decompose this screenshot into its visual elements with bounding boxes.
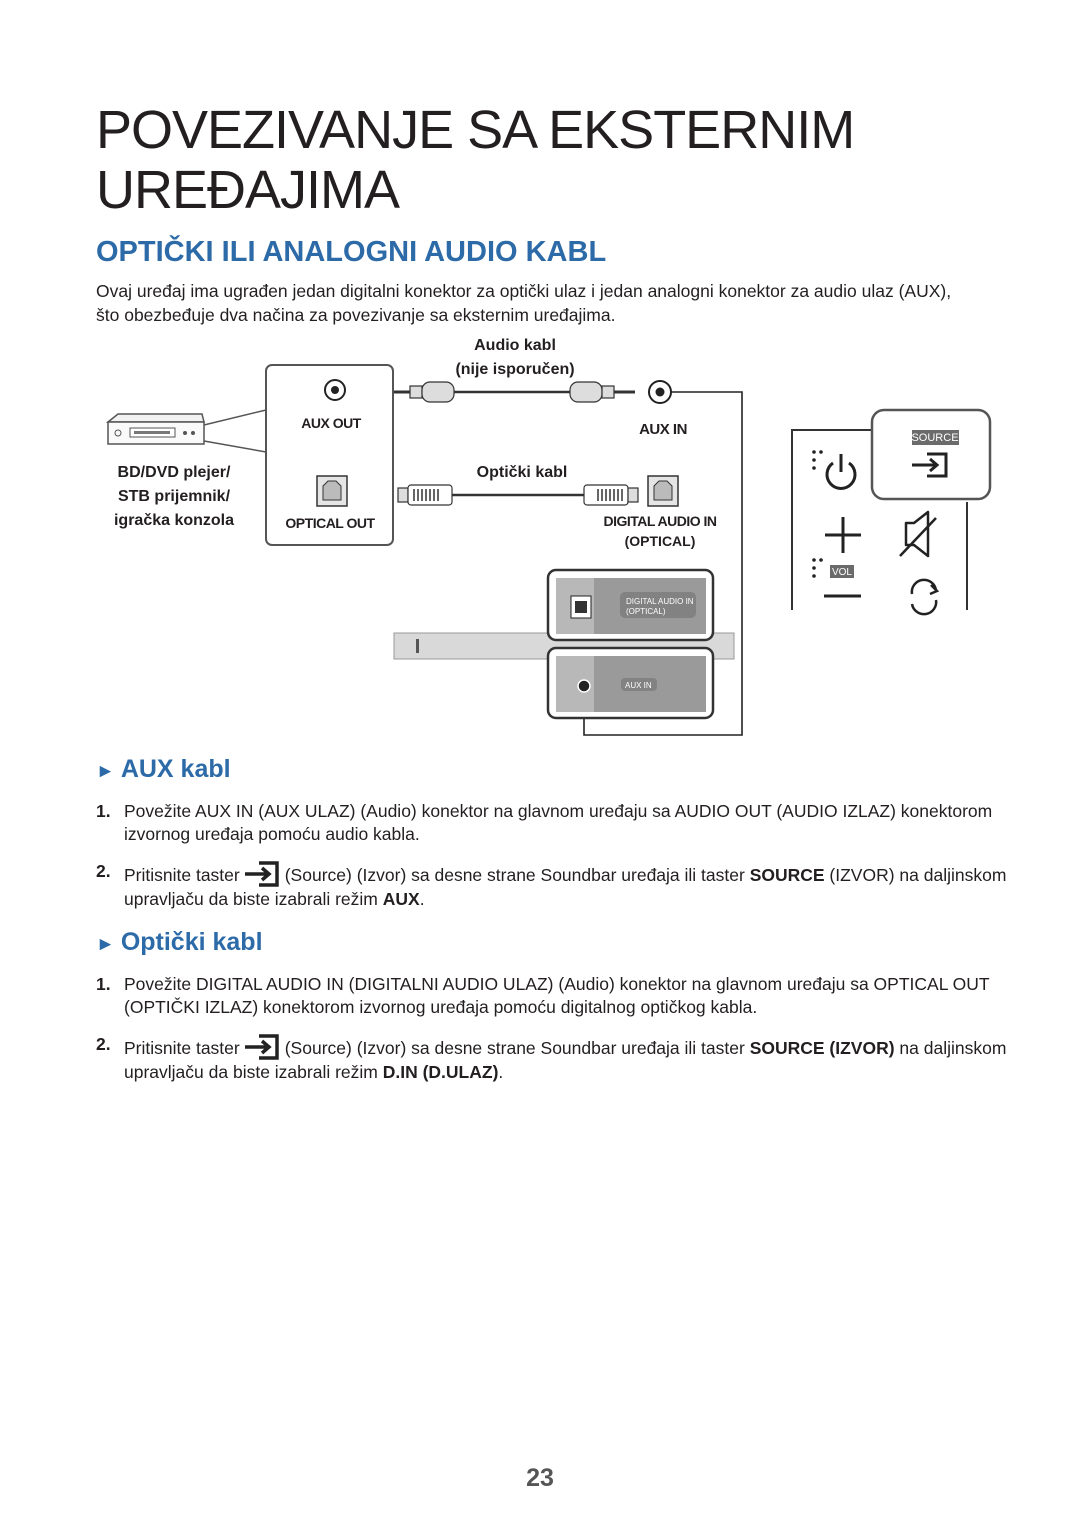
optical-heading-text: Optički kabl xyxy=(120,928,263,956)
aux-in-label: AUX IN xyxy=(639,421,687,438)
step-number: 2. xyxy=(96,1034,111,1054)
step-text-emph: AUDIO OUT xyxy=(674,801,772,821)
list-item: 2. Pritisnite taster (Source) (Izvor) sa … xyxy=(96,860,1006,911)
page-title-line-1: POVEZIVANJE SA EKSTERNIM xyxy=(96,100,855,160)
source-icon[interactable] xyxy=(912,452,948,478)
page-number: 23 xyxy=(526,1464,554,1492)
dots-icon xyxy=(812,450,823,578)
step-text: Pritisnite taster xyxy=(124,1038,240,1058)
optical-out-label: OPTICAL OUT xyxy=(285,515,375,531)
step-text: (Source) (Izvor) sa desne strane Soundba… xyxy=(284,865,750,885)
step-text-emph: OPTICAL OUT xyxy=(873,974,990,994)
mute-icon[interactable] xyxy=(899,510,937,558)
list-item: 1. Povežite AUX IN (AUX ULAZ) (Audio) ko… xyxy=(96,800,1006,846)
aux-heading-text: AUX kabl xyxy=(120,755,231,783)
repeat-icon[interactable] xyxy=(910,578,940,616)
source-device-label-line-2: STB prijemnik/ xyxy=(118,488,231,505)
step-text-emph: SOURCE xyxy=(749,865,825,885)
source-icon xyxy=(244,861,279,887)
step-number: 2. xyxy=(96,861,111,881)
optical-steps-list: 1. Povežite DIGITAL AUDIO IN (DIGITALNI … xyxy=(96,973,1006,1094)
step-text-emph: D.IN (D.ULAZ) xyxy=(382,1062,499,1082)
step-text: Povežite xyxy=(124,974,196,994)
source-icon xyxy=(244,1034,279,1060)
audio-cable-label-line-2: (nije isporučen) xyxy=(455,361,574,378)
panel-digital-audio-in-label: DIGITAL AUDIO IN xyxy=(626,597,694,606)
audio-cable-label-line-1: Audio kabl xyxy=(474,337,556,354)
triangle-bullet-icon: ► xyxy=(96,761,115,782)
step-text-emph: SOURCE (IZVOR) xyxy=(749,1038,895,1058)
soundbar-side-panel: SOURCE xyxy=(791,408,992,610)
optical-section-heading: ►Optički kabl xyxy=(96,928,263,957)
source-button-label: SOURCE xyxy=(911,432,958,444)
optical-paren-label: (OPTICAL) xyxy=(625,533,696,549)
bd-dvd-player-icon xyxy=(105,409,267,453)
connection-diagram: Audio kabl (nije isporučen) BD/DVD pleje… xyxy=(105,337,992,736)
audio-cable-icon xyxy=(394,381,635,403)
step-text-emph: DIGITAL AUDIO IN (DIGITALNI AUDIO ULAZ) xyxy=(195,974,554,994)
aux-steps-list: 1. Povežite AUX IN (AUX ULAZ) (Audio) ko… xyxy=(96,800,1006,921)
step-number: 1. xyxy=(96,801,111,821)
step-text: (Source) (Izvor) sa desne strane Soundba… xyxy=(284,1038,750,1058)
step-text: upravljaču da biste izabrali režim xyxy=(124,889,383,909)
page-title: POVEZIVANJE SA EKSTERNIM UREĐAJIMA xyxy=(96,100,996,220)
vol-label: VOL xyxy=(832,567,852,578)
source-output-panel xyxy=(265,364,394,546)
aux-section-heading: ►AUX kabl xyxy=(96,755,231,784)
source-device-label-line-1: BD/DVD plejer/ xyxy=(118,464,231,481)
step-text: na daljinskom xyxy=(894,1038,1007,1058)
step-text: Pritisnite taster xyxy=(124,865,240,885)
source-device-label-line-3: igračka konzola xyxy=(114,512,234,529)
section-subtitle: OPTIČKI ILI ANALOGNI AUDIO KABL xyxy=(96,236,607,268)
power-icon[interactable] xyxy=(825,454,857,490)
step-text: . xyxy=(498,1062,504,1082)
digital-audio-in-label: DIGITAL AUDIO IN xyxy=(603,513,716,529)
intro-line-2: što obezbeđuje dva načina za povezivanje… xyxy=(96,305,616,325)
list-item: 2. Pritisnite taster (Source) (Izvor) sa … xyxy=(96,1033,1006,1084)
step-text: upravljaču da biste izabrali režim xyxy=(124,1062,383,1082)
step-text: . xyxy=(419,889,425,909)
step-text: (AUDIO IZLAZ) konektorom xyxy=(771,801,993,821)
volume-up-icon[interactable] xyxy=(825,517,861,553)
panel-aux-in-label: AUX IN xyxy=(625,681,652,690)
step-number: 1. xyxy=(96,974,111,994)
intro-line-1: Ovaj uređaj ima ugrađen jedan digitalni … xyxy=(96,281,952,301)
step-text: (IZVOR) na daljinskom xyxy=(824,865,1007,885)
step-text: Povežite xyxy=(124,801,196,821)
optical-cable-icon xyxy=(397,484,639,506)
step-text: (OPTIČKI IZLAZ) konektorom izvornog uređ… xyxy=(124,997,758,1017)
step-text-emph: AUX IN (AUX ULAZ) xyxy=(195,801,356,821)
list-item: 1. Povežite DIGITAL AUDIO IN (DIGITALNI … xyxy=(96,973,1006,1019)
triangle-bullet-icon: ► xyxy=(96,934,115,955)
panel-optical-label: (OPTICAL) xyxy=(626,607,666,616)
step-text-emph: AUX xyxy=(382,889,420,909)
step-text: (Audio) konektor na glavnom uređaju sa xyxy=(553,974,874,994)
page-title-line-2: UREĐAJIMA xyxy=(96,160,400,220)
step-text: izvornog uređaja pomoću audio kabla. xyxy=(124,824,420,844)
aux-out-label: AUX OUT xyxy=(301,415,361,431)
step-text: (Audio) konektor na glavnom uređaju sa xyxy=(355,801,675,821)
optical-cable-label: Optički kabl xyxy=(477,464,568,481)
intro-paragraph: Ovaj uređaj ima ugrađen jedan digitalni … xyxy=(96,279,996,327)
